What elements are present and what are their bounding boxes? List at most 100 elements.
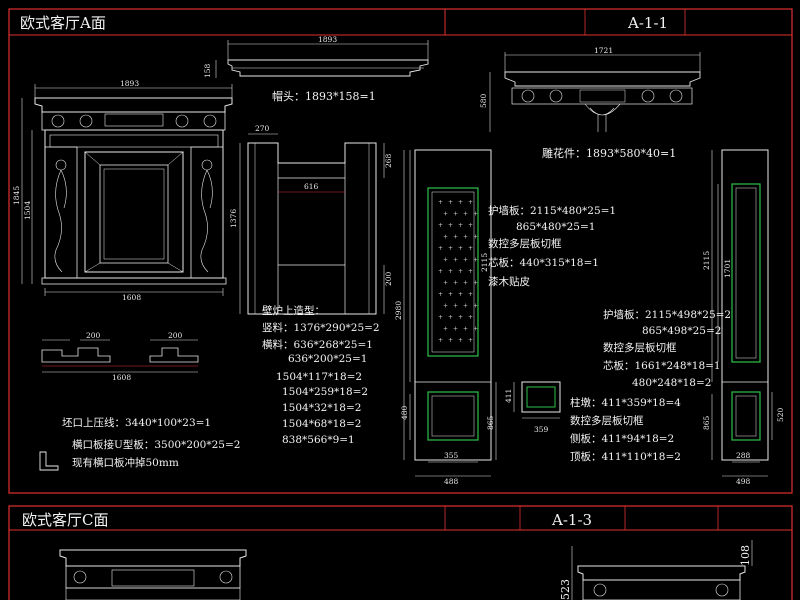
- carving-height-dim: 580: [479, 93, 488, 108]
- frame-note-line: 1504*68*18=2: [282, 418, 361, 430]
- panel-pattern-mark: +: [438, 268, 443, 275]
- panel-a-note-line: 数控多层板切框: [488, 237, 562, 250]
- panel-pattern-mark: +: [453, 326, 458, 333]
- panel-pattern-mark: +: [448, 245, 453, 252]
- frame-elevation: [239, 133, 385, 315]
- panel-a-inner-width-dim: 355: [444, 451, 459, 460]
- panel-b-note-line: 护墙板：2115*498*25=2: [603, 308, 731, 321]
- frame-note-line: 1504*117*18=2: [276, 371, 362, 383]
- panel-pattern-mark: +: [448, 314, 453, 321]
- panel-b-lower-dim: 865: [702, 415, 711, 430]
- panel-a-note-line: 865*480*25=1: [516, 221, 595, 233]
- sheet-c-dim: 523: [559, 579, 572, 600]
- panel-b-note-line: 柱墩：411*359*18=4: [570, 396, 681, 409]
- base-dim: 200: [168, 331, 183, 340]
- panel-b-note-line: 顶板：411*110*18=2: [570, 450, 681, 463]
- fireplace-elevation: [21, 84, 233, 296]
- fireplace-inner-height-dim: 1504: [23, 201, 32, 220]
- panel-pattern-mark: +: [443, 257, 448, 264]
- panel-pattern: ++++++++++++++++++++++++++++++++++++++++…: [438, 199, 478, 344]
- panel-pattern-mark: +: [443, 326, 448, 333]
- post-height-dim: 411: [504, 389, 513, 403]
- panel-b-notes: 护墙板：2115*498*25=2 865*498*25=2 数控多层板切框 芯…: [570, 308, 731, 463]
- mantel-cap-label: 帽头：1893*158=1: [272, 90, 376, 103]
- panel-pattern-mark: +: [453, 211, 458, 218]
- panel-pattern-mark: +: [438, 222, 443, 229]
- panel-b-note-line: 侧板：411*94*18=2: [570, 432, 674, 445]
- frame-note-line: 838*566*9=1: [282, 434, 355, 446]
- fireplace-bottom-dim: 1608: [122, 293, 141, 302]
- panel-b-lower2-dim: 520: [776, 407, 785, 422]
- base-width-dim: 1608: [112, 373, 131, 382]
- sheet-a-number: A-1-1: [627, 14, 668, 32]
- panel-pattern-mark: +: [453, 234, 458, 241]
- carving-width-dim: 1721: [594, 46, 613, 55]
- fireplace-height-dim: 1845: [12, 186, 21, 205]
- base-profile-section: [41, 339, 199, 373]
- mantel-cap-width-dim: 1893: [318, 35, 337, 44]
- panel-pattern-mark: +: [473, 211, 478, 218]
- panel-pattern-mark: +: [468, 199, 473, 206]
- panel-a-note-line: 芯板：440*315*18=1: [488, 256, 599, 269]
- panel-pattern-mark: +: [463, 234, 468, 241]
- frame-inner-dim: 616: [304, 182, 319, 191]
- frame-note-line: 壁炉上造型：: [262, 304, 325, 317]
- panel-a-notes: 护墙板：2115*480*25=1 865*480*25=1 数控多层板切框 芯…: [488, 204, 616, 288]
- carving-elevation: [489, 52, 701, 132]
- mantel-cap-elevation: [215, 40, 429, 78]
- panel-b-note-line: 865*498*25=2: [642, 325, 721, 337]
- panel-pattern-mark: +: [463, 257, 468, 264]
- panel-pattern-mark: +: [468, 268, 473, 275]
- carving-label: 雕花件：1893*580*40=1: [542, 146, 676, 160]
- panel-pattern-mark: +: [453, 303, 458, 310]
- panel-pattern-mark: +: [458, 222, 463, 229]
- mouth-note-line: 现有横口板冲掉50mm: [72, 456, 179, 469]
- panel-pattern-mark: +: [458, 199, 463, 206]
- mouth-notes: 坯口上压线：3440*100*23=1 横口板接U型板：3500*200*25=…: [62, 416, 240, 469]
- frame-top-right-dim: 268: [384, 153, 393, 168]
- panel-pattern-mark: +: [438, 245, 443, 252]
- panel-pattern-mark: +: [458, 291, 463, 298]
- frame-note-line: 636*200*25=1: [288, 353, 367, 365]
- u-board-profile: [39, 451, 59, 471]
- panel-a-lower-dim: 480: [400, 405, 409, 420]
- panel-a-total-dim: 2980: [394, 301, 403, 320]
- panel-pattern-mark: +: [458, 314, 463, 321]
- post-detail: [513, 381, 561, 419]
- panel-pattern-mark: +: [443, 211, 448, 218]
- panel-pattern-mark: +: [468, 314, 473, 321]
- panel-pattern-mark: +: [458, 337, 463, 344]
- panel-b-outer-width-dim: 498: [736, 477, 751, 486]
- panel-pattern-mark: +: [443, 280, 448, 287]
- panel-pattern-mark: +: [443, 234, 448, 241]
- frame-note-line: 横料：636*268*25=1: [262, 338, 373, 351]
- frame-notes: 壁炉上造型： 竖料：1376*290*25=2 横料：636*268*25=1 …: [262, 304, 380, 446]
- panel-b-upper-dim: 2115: [702, 251, 711, 270]
- panel-pattern-mark: +: [448, 291, 453, 298]
- panel-pattern-mark: +: [468, 222, 473, 229]
- frame-height-dim: 1376: [229, 209, 238, 228]
- panel-a-note-line: 护墙板：2115*480*25=1: [488, 204, 616, 217]
- sheet-a-title: 欧式客厅A面: [20, 14, 106, 32]
- sheet-a-frame: [8, 8, 793, 494]
- panel-pattern-mark: +: [463, 326, 468, 333]
- panel-pattern-mark: +: [473, 234, 478, 241]
- panel-b-inner-width-dim: 288: [736, 451, 751, 460]
- fireplace-width-dim: 1893: [120, 79, 139, 88]
- frame-bottom-right-dim: 200: [384, 271, 393, 286]
- panel-pattern-mark: +: [473, 303, 478, 310]
- panel-pattern-mark: +: [468, 337, 473, 344]
- panel-a-note-line: 漆木贴皮: [488, 275, 530, 288]
- panel-a-lower2-dim: 865: [486, 415, 495, 430]
- panel-pattern-mark: +: [463, 211, 468, 218]
- panel-pattern-mark: +: [438, 337, 443, 344]
- panel-b-note-line: 480*248*18=2: [632, 377, 711, 389]
- frame-note-line: 1504*32*18=2: [282, 402, 361, 414]
- mouth-note-line: 横口板接U型板：3500*200*25=2: [72, 438, 240, 451]
- panel-pattern-mark: +: [473, 257, 478, 264]
- panel-pattern-mark: +: [468, 291, 473, 298]
- sheet-c-dim: 108: [739, 545, 752, 566]
- mantel-cap-height-dim: 158: [203, 63, 212, 78]
- panel-pattern-mark: +: [458, 268, 463, 275]
- panel-pattern-mark: +: [453, 280, 458, 287]
